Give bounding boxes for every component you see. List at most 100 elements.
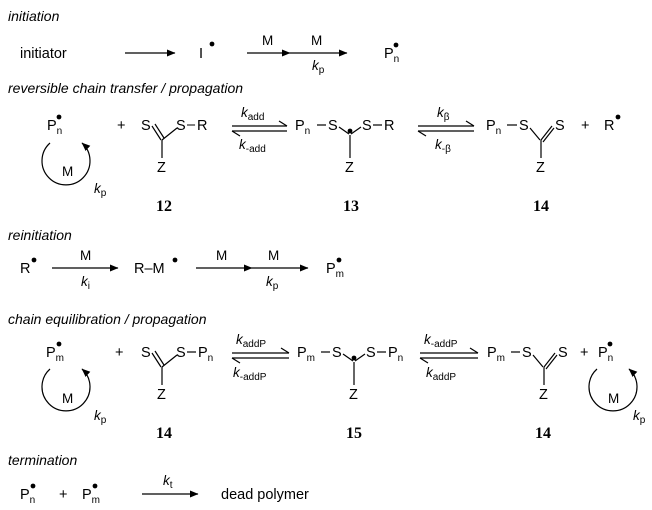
svg-text:Z: Z: [345, 160, 354, 176]
radical-dot: [31, 257, 37, 263]
svg-text:S: S: [332, 345, 342, 361]
propagating-radical-Pn: Pn: [47, 118, 62, 137]
svg-text:R: R: [384, 118, 394, 134]
intermediate-radical-13: Pn S S R Z: [295, 118, 394, 176]
monomer-label: M: [268, 248, 279, 263]
rate-constant-kt: kt: [163, 473, 173, 491]
propagating-radical-Pn: Pn: [20, 487, 35, 506]
rate-constant-ki: ki: [81, 274, 90, 292]
radical-dot: [615, 114, 621, 120]
equilibrium-arrows-kbeta: [417, 120, 475, 137]
macro-raft-agent-14: Pn S S Z: [486, 118, 565, 176]
section-title-reversible-chain-transfer: reversible chain transfer / propagation: [8, 80, 243, 96]
initiator-radical-I: I: [199, 46, 203, 62]
compound-number-14: 14: [533, 198, 549, 215]
compound-number-15: 15: [346, 425, 362, 442]
cycle-monomer-label: M: [608, 391, 619, 406]
plus-sign: +: [581, 118, 589, 134]
svg-text:R: R: [197, 118, 207, 134]
svg-text:–: –: [187, 117, 196, 133]
macro-raft-agent-14-left: S S Pn Z: [141, 345, 213, 403]
rate-constant-k-minus-add: k-add: [239, 137, 266, 155]
svg-text:Z: Z: [157, 387, 166, 403]
propagating-radical-Pn: Pn: [384, 46, 399, 65]
equilibrium-arrows-kaddP-left: [231, 347, 290, 364]
compound-number-13: 13: [343, 198, 359, 215]
propagating-radical-Pm: Pm: [46, 345, 64, 364]
svg-text:S: S: [141, 345, 151, 361]
radical-dot: [393, 42, 399, 48]
intermediate-radical-15: Pm S S Pn Z: [297, 345, 403, 403]
radical-dot: [56, 341, 62, 347]
rate-constant-kaddP: kaddP: [236, 332, 266, 350]
rate-constant-kaddP: kaddP: [426, 365, 456, 383]
propagation-cycle-arrow-right: [588, 368, 638, 412]
initiator-label: initiator: [20, 46, 67, 62]
svg-text:Pm: Pm: [487, 345, 505, 364]
svg-text:Pm: Pm: [297, 345, 315, 364]
section-title-initiation: initiation: [8, 8, 60, 24]
monomer-label: M: [311, 33, 322, 48]
svg-text:S: S: [555, 118, 565, 134]
svg-text:Pn: Pn: [486, 118, 501, 137]
svg-text:S: S: [328, 118, 338, 134]
propagation-cycle-arrow-left: [41, 368, 91, 412]
radical-dot: [607, 341, 613, 347]
macro-raft-agent-14-right: Pm S S Z: [487, 345, 568, 403]
leaving-radical-R: R: [604, 118, 614, 134]
svg-text:Z: Z: [349, 387, 358, 403]
monomer-label: M: [262, 33, 273, 48]
radical-R-M: R–M: [134, 261, 165, 277]
rate-constant-k-minus-addP: k-addP: [233, 365, 267, 383]
cycle-monomer-label: M: [62, 164, 73, 179]
radical-dot: [336, 257, 342, 263]
rate-constant-k-minus-beta: k-β: [435, 137, 451, 155]
monomer-label: M: [216, 248, 227, 263]
raft-agent-12: S S – R Z: [141, 117, 207, 176]
propagating-radical-Pm: Pm: [326, 261, 344, 280]
compound-number-12: 12: [156, 198, 172, 215]
svg-text:S: S: [176, 345, 186, 361]
plus-sign: +: [117, 118, 125, 134]
cycle-rate-constant-kp: kp: [94, 181, 107, 199]
monomer-label: M: [80, 248, 91, 263]
plus-sign: +: [115, 345, 123, 361]
svg-text:S: S: [522, 345, 532, 361]
rate-constant-kp: kp: [312, 58, 325, 76]
svg-text:Z: Z: [157, 160, 166, 176]
svg-text:S: S: [558, 345, 568, 361]
section-title-termination: termination: [8, 452, 77, 468]
radical-dot: [30, 483, 36, 489]
rate-constant-k-minus-addP: k-addP: [424, 332, 458, 350]
plus-sign: +: [59, 487, 67, 503]
propagation-cycle-arrow: [41, 142, 91, 186]
svg-text:S: S: [366, 345, 376, 361]
svg-text:S: S: [176, 118, 186, 134]
svg-text:S: S: [141, 118, 151, 134]
rate-constant-kbeta: kβ: [437, 105, 450, 123]
radical-dot: [209, 41, 215, 47]
section-title-reinitiation: reinitiation: [8, 227, 72, 243]
equilibrium-arrows-kaddP-right: [419, 347, 479, 364]
radical-dot: [56, 114, 62, 120]
svg-text:Pn: Pn: [388, 345, 403, 364]
svg-text:Z: Z: [536, 160, 545, 176]
rate-constant-kadd: kadd: [241, 105, 264, 123]
radical-dot: [92, 483, 98, 489]
plus-sign: +: [580, 345, 588, 361]
compound-number-14: 14: [156, 425, 172, 442]
compound-number-14: 14: [535, 425, 551, 442]
leaving-radical-R: R: [20, 261, 30, 277]
section-title-chain-equilibration: chain equilibration / propagation: [8, 311, 207, 327]
rate-constant-kp: kp: [266, 274, 279, 292]
propagating-radical-Pm: Pm: [82, 487, 100, 506]
equilibrium-arrows-kadd: [231, 120, 288, 137]
radical-dot: [172, 257, 178, 263]
cycle-rate-constant-kp: kp: [633, 408, 646, 426]
cycle-monomer-label: M: [62, 391, 73, 406]
svg-text:Pn: Pn: [295, 118, 310, 137]
svg-text:S: S: [362, 118, 372, 134]
svg-text:Pn: Pn: [198, 345, 213, 364]
dead-polymer-label: dead polymer: [221, 487, 309, 503]
